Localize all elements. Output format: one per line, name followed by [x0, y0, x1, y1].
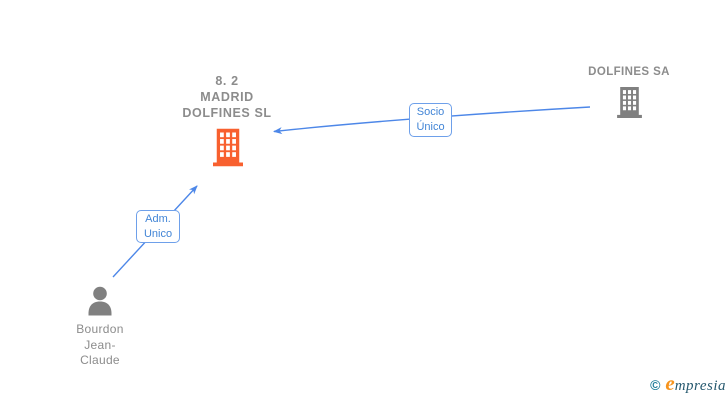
node-label-dolfines-sa[interactable]: DOLFINES SA [559, 64, 699, 80]
edge-label-adm-unico: Adm. Unico [136, 210, 180, 243]
person-name-line: Claude [80, 353, 120, 367]
person-name-line: Jean- [84, 337, 116, 352]
company-name-line: MADRID [200, 90, 254, 104]
person-name-line: Bourdon [76, 322, 124, 336]
person-icon[interactable] [85, 286, 115, 316]
edge-label-line: Unico [143, 228, 173, 240]
empresia-logo[interactable]: © empresia [650, 371, 726, 396]
edge-label-line: Único [416, 121, 445, 133]
company-name-line: DOLFINES SL [182, 106, 272, 120]
brand-rest: mpresia [674, 378, 726, 394]
copyright-icon: © [650, 377, 661, 393]
company-name-line: 8. 2 [215, 74, 239, 88]
node-label-bourdon-jean-claude[interactable]: Bourdon Jean- Claude [40, 322, 160, 369]
building-icon[interactable] [213, 127, 243, 168]
building-icon[interactable] [613, 87, 646, 118]
edge-label-socio-unico: Socio Único [409, 103, 452, 137]
node-label-madrid-dolfines-sl[interactable]: 8. 2 MADRID DOLFINES SL [147, 73, 307, 121]
edge-label-line: Socio [416, 106, 445, 118]
brand-initial: e [665, 371, 675, 395]
company-name-line: DOLFINES SA [588, 66, 670, 78]
brand-wordmark: empresia [665, 371, 726, 396]
edge-label-line: Adm. [145, 213, 171, 225]
